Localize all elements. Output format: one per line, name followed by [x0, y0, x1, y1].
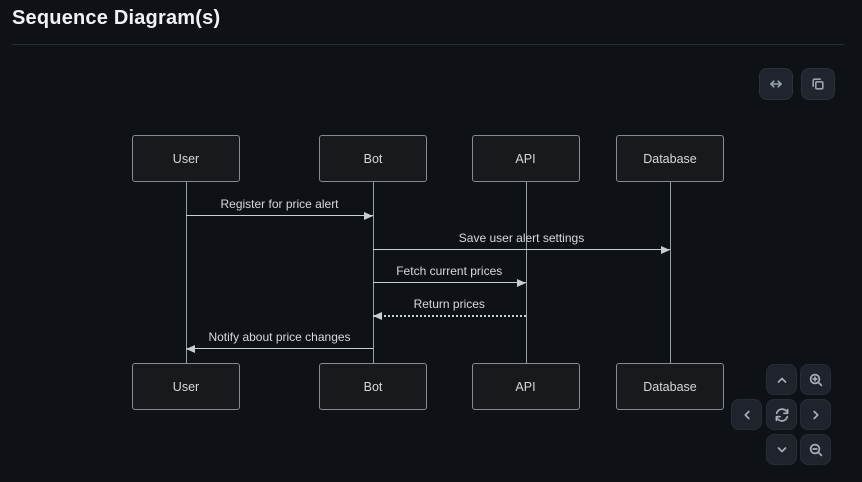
zoom-out-button[interactable]: [800, 434, 831, 465]
message-line-0: [186, 215, 373, 216]
chevron-down-icon: [774, 442, 790, 458]
message-arrowhead-4: [186, 345, 195, 353]
chevron-up-icon: [774, 372, 790, 388]
message-line-3: [373, 315, 526, 317]
message-label-3: Return prices: [414, 297, 485, 311]
actor-bot-bottom: Bot: [319, 363, 427, 410]
actor-bot-top: Bot: [319, 135, 427, 182]
message-label-4: Notify about price changes: [208, 330, 350, 344]
chevron-right-icon: [808, 407, 824, 423]
lifeline-user: [186, 182, 187, 363]
pan-down-button[interactable]: [766, 434, 797, 465]
lifeline-bot: [373, 182, 374, 363]
message-arrowhead-1: [661, 246, 670, 254]
zoom-out-icon: [808, 442, 824, 458]
actor-api-bottom: API: [472, 363, 580, 410]
actor-api-top: API: [472, 135, 580, 182]
page-title: Sequence Diagram(s): [12, 7, 220, 30]
pan-left-button[interactable]: [731, 399, 762, 430]
message-line-1: [373, 249, 670, 250]
zoom-in-icon: [808, 372, 824, 388]
message-label-2: Fetch current prices: [396, 264, 502, 278]
reset-icon: [774, 407, 790, 423]
message-line-4: [186, 348, 373, 349]
actor-user-bottom: User: [132, 363, 240, 410]
pan-up-button[interactable]: [766, 364, 797, 395]
message-label-0: Register for price alert: [220, 197, 338, 211]
actor-database-top: Database: [616, 135, 724, 182]
message-label-1: Save user alert settings: [459, 231, 584, 245]
actor-user-top: User: [132, 135, 240, 182]
actor-database-bottom: Database: [616, 363, 724, 410]
lifeline-api: [526, 182, 527, 363]
zoom-in-button[interactable]: [800, 364, 831, 395]
pan-right-button[interactable]: [800, 399, 831, 430]
message-arrowhead-0: [364, 212, 373, 220]
reset-view-button[interactable]: [766, 399, 797, 430]
message-arrowhead-3: [373, 312, 382, 320]
message-arrowhead-2: [517, 279, 526, 287]
message-line-2: [373, 282, 526, 283]
lifeline-database: [670, 182, 671, 363]
chevron-left-icon: [739, 407, 755, 423]
